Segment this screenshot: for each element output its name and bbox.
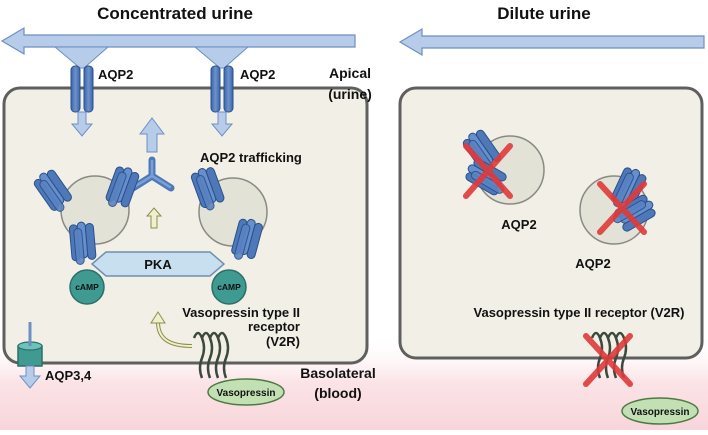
water-entry-arrow-right: [210, 111, 234, 137]
camp-molecule-left: [69, 269, 105, 305]
camp-molecule-right: [211, 269, 247, 305]
apical-aqp2-channel-right: [210, 65, 234, 113]
aqp2-label-bottom-right: AQP2: [575, 256, 610, 271]
basolateral-label-line1: Basolateral: [300, 365, 375, 381]
pka-enzyme: [90, 251, 226, 277]
aqp2-label-top-right: AQP2: [501, 217, 536, 232]
pka-label: PKA: [144, 257, 172, 272]
aqp2-y-shape-highlight: [132, 159, 172, 189]
camp-label-left: cAMP: [75, 282, 99, 292]
v2r-label-line2: receptor: [248, 319, 300, 334]
basolateral-label-line2: (blood): [314, 385, 361, 401]
aqp34-label: AQP3,4: [45, 368, 92, 383]
vasopressin-label-left: Vasopressin: [217, 388, 276, 399]
receptor-signal-arrow-inner: [157, 321, 193, 347]
aqp34-channel: [17, 322, 43, 367]
pka-signal-arrow: [145, 207, 163, 229]
v2r-receptor-right: [590, 331, 628, 379]
v2r-receptor-left: [192, 331, 230, 379]
vasopressin-molecule-left: [207, 378, 285, 406]
v2r-label-line3: (V2R): [266, 334, 300, 349]
apical-label-line2: (urine): [328, 86, 372, 102]
right-panel-title: Dilute urine: [497, 4, 591, 23]
left-cell: [2, 86, 369, 365]
trafficking-up-arrow: [139, 117, 165, 153]
vasopressin-molecule-right: [621, 397, 699, 425]
camp-label-right: cAMP: [217, 282, 241, 292]
water-entry-arrow-left: [70, 111, 94, 137]
cross-icon: [583, 333, 633, 387]
left-panel-title: Concentrated urine: [97, 4, 253, 23]
cross-icon: [597, 181, 647, 235]
v2r-label-line1: Vasopressin type II: [182, 305, 300, 320]
urine-flow-arrow-right: [398, 27, 705, 57]
apical-label-line1: Apical: [329, 65, 371, 81]
aqp2-label-right: AQP2: [240, 67, 275, 82]
aqp2-cluster-icon: [68, 220, 98, 266]
aqp2-label-left: AQP2: [98, 67, 133, 82]
urine-flow-arrow-left: [0, 26, 356, 69]
water-exit-arrow: [18, 365, 42, 389]
cross-icon: [463, 143, 513, 199]
aqp2-trafficking-label: AQP2 trafficking: [200, 150, 302, 165]
apical-aqp2-channel-left: [70, 65, 94, 113]
receptor-signal-arrowhead: [150, 311, 166, 324]
v2r-label-right: Vasopressin type II receptor (V2R): [474, 305, 685, 320]
vasopressin-label-right: Vasopressin: [631, 407, 690, 418]
